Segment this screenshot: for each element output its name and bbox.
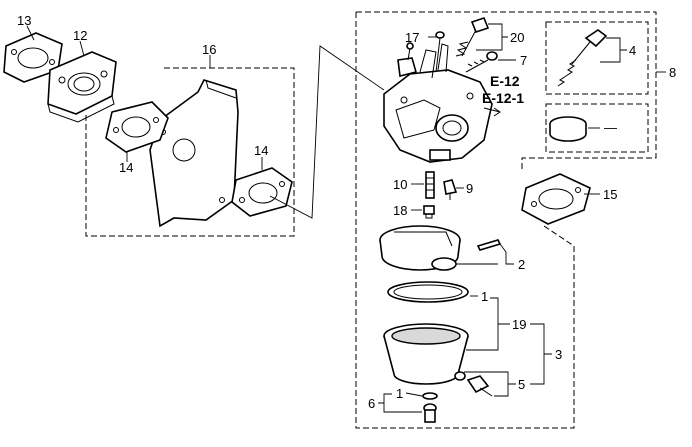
leader-3 [530, 323, 552, 385]
part-19-float-chamber [383, 323, 469, 385]
carburetor-body [383, 42, 493, 163]
part-12-insulator [47, 51, 117, 123]
callout-15: 15 [603, 187, 617, 202]
assembly-connection-line [269, 45, 385, 219]
group-8-outline-bottom [355, 12, 575, 429]
callout-dash: — [604, 120, 617, 135]
group-8-outline-top [356, 11, 657, 172]
part-5-bolt [454, 371, 493, 397]
leader-5 [464, 371, 516, 397]
part-7-screw [465, 51, 498, 73]
leader-20 [476, 23, 508, 51]
leader-13 [26, 25, 35, 41]
leader-12 [79, 40, 85, 57]
part-20-stop-screw [455, 17, 490, 57]
part-18-main-jet [423, 205, 435, 219]
callout-1a: 1 [481, 289, 488, 304]
callout-7: 7 [520, 53, 527, 68]
part-4-screw-set [557, 29, 608, 87]
part-2-float [379, 225, 502, 271]
reference-e12-1: E-12-1 [482, 90, 524, 106]
part-15-gasket [521, 173, 591, 225]
callout-9: 9 [466, 181, 473, 196]
part-10-jet-holder [425, 171, 435, 199]
callout-14b: 14 [254, 143, 268, 158]
part-14-gasket-right [231, 167, 293, 217]
leader-4 [600, 37, 627, 63]
part-16-heat-shield [149, 79, 239, 228]
callout-10: 10 [393, 177, 407, 192]
callout-3: 3 [555, 347, 562, 362]
reference-arrow-icon [483, 107, 501, 117]
leader-6 [378, 393, 422, 413]
group-16-outline [85, 67, 295, 237]
callout-16: 16 [202, 42, 216, 57]
callout-2: 2 [518, 257, 525, 272]
part-dash-cap [549, 116, 587, 142]
leader-2 [456, 243, 514, 265]
callout-4: 4 [629, 43, 636, 58]
callout-6: 6 [368, 396, 375, 411]
callout-8: 8 [669, 65, 676, 80]
callout-14a: 14 [119, 160, 133, 175]
part-1-o-ring [387, 281, 469, 303]
part-9-drain-screw [443, 179, 458, 200]
part-17-screw [435, 31, 445, 73]
callout-1b: 1 [396, 386, 403, 401]
reference-e12: E-12 [490, 73, 520, 89]
callout-19: 19 [512, 317, 526, 332]
callout-20: 20 [510, 30, 524, 45]
leader-1b [405, 392, 423, 397]
callout-5: 5 [518, 377, 525, 392]
callout-12: 12 [73, 28, 87, 43]
part-14-gasket-left [105, 101, 169, 153]
callout-13: 13 [17, 13, 31, 28]
part-dash-box [545, 103, 649, 153]
part-4-box [545, 21, 649, 95]
callout-17: 17 [405, 30, 419, 45]
callout-18: 18 [393, 203, 407, 218]
part-6-drain-bolt [422, 392, 438, 423]
leader-19a [466, 297, 510, 351]
